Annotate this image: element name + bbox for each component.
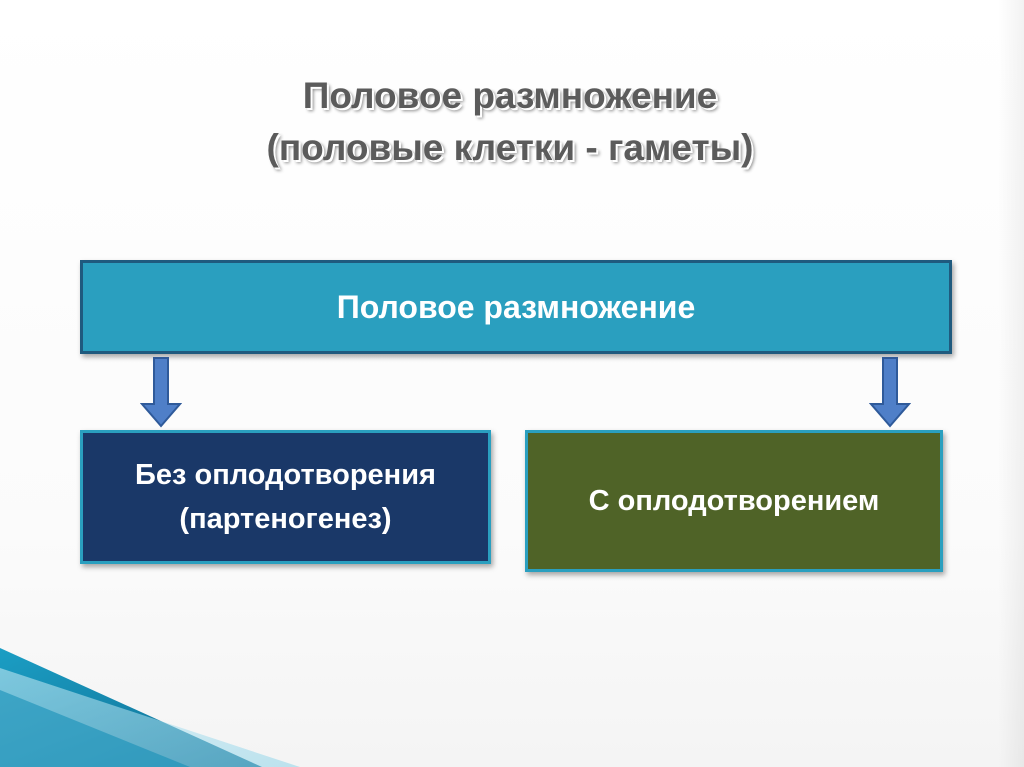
left-branch-line-2: (партеногенез): [179, 503, 392, 535]
left-branch-line-1: Без оплодотворения: [135, 459, 436, 491]
left-branch-text: Без оплодотворения (партеногенез): [135, 453, 436, 541]
down-arrow-left-icon: [140, 357, 182, 428]
root-box-label: Половое размножение: [336, 288, 696, 325]
down-arrow-right-icon: [869, 357, 911, 428]
right-branch-label: С оплодотворением: [588, 484, 880, 517]
edge-shade: [998, 0, 1024, 767]
right-branch-box: С оплодотворением: [525, 430, 943, 572]
slide-title: Половое размножение (половые клетки - га…: [110, 70, 910, 174]
title-line-2: (половые клетки - гаметы): [266, 127, 754, 168]
root-box: Половое размножение: [80, 260, 952, 354]
title-line-1: Половое размножение: [302, 75, 718, 116]
left-branch-box: Без оплодотворения (партеногенез): [80, 430, 491, 564]
